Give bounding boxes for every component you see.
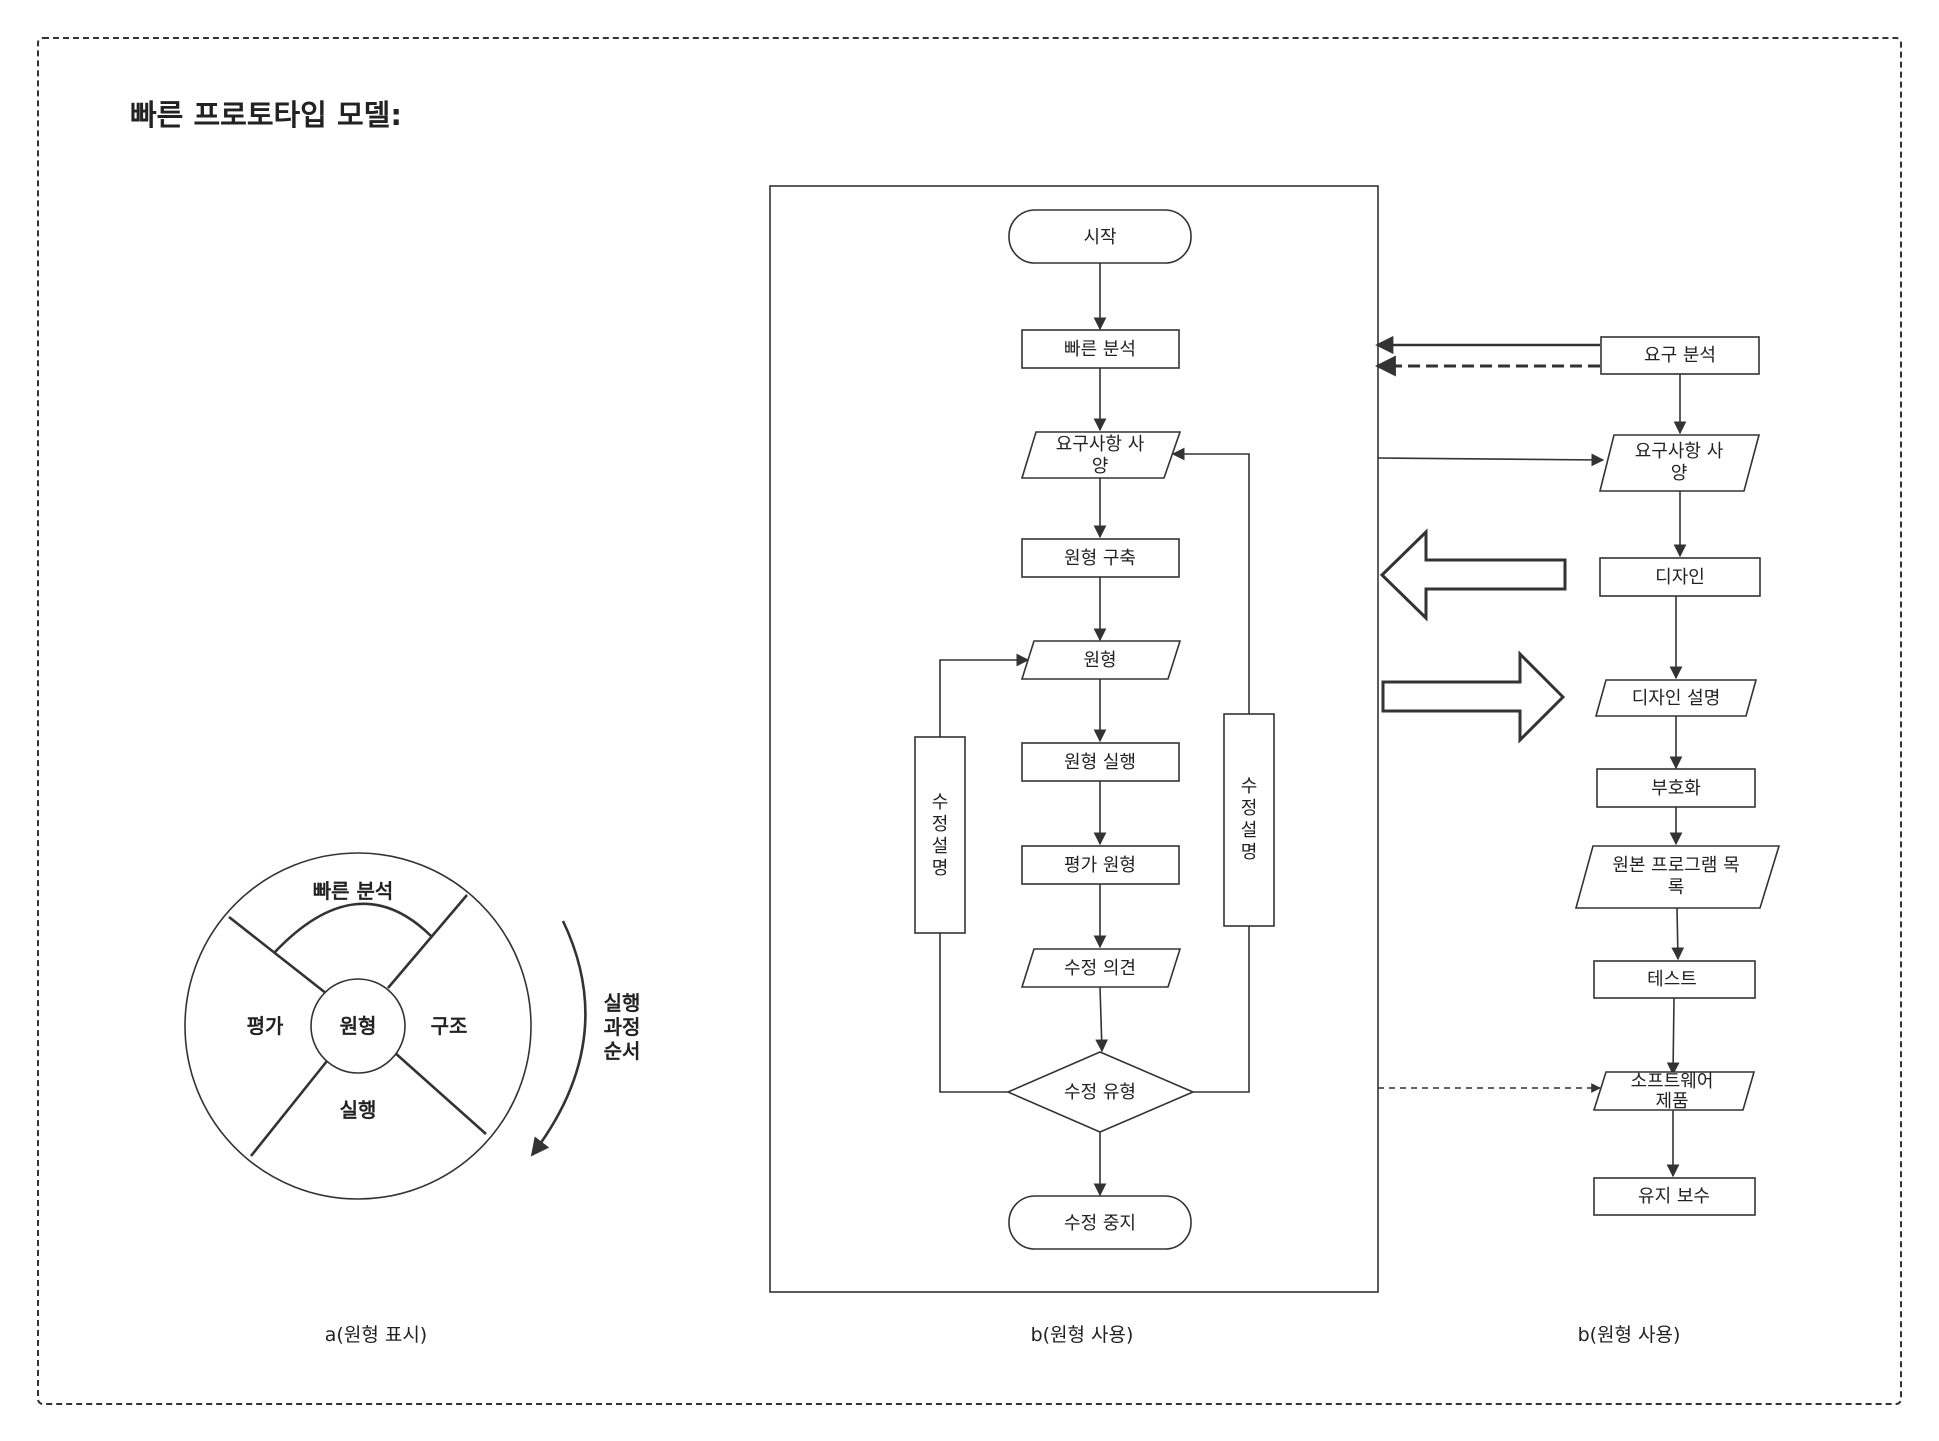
left-revision-box	[914, 736, 966, 934]
left-box-char3: 설	[932, 836, 949, 857]
design-description-label: 디자인 설명	[1632, 688, 1721, 709]
stop-revision-label: 수정 중지	[1064, 1213, 1136, 1234]
maintenance-label: 유지 보수	[1638, 1186, 1710, 1207]
req-spec-line2: 양	[1092, 456, 1109, 477]
connectors	[1374, 335, 1605, 1093]
big-arrow-right	[1381, 650, 1566, 744]
req-spec-line1: 요구사항 사	[1056, 434, 1145, 455]
evaluate-prototype-label: 평가 원형	[1064, 855, 1136, 876]
build-prototype-box	[1021, 538, 1180, 578]
left-box-char4: 명	[932, 858, 949, 879]
caption-middle: b(원형 사용)	[1031, 1324, 1134, 1346]
design-description-parallelogram	[1594, 679, 1758, 717]
stop-revision-terminal	[1008, 1195, 1192, 1250]
revision-opinion-label: 수정 의견	[1064, 958, 1136, 979]
caption-left: a(원형 표시)	[325, 1324, 427, 1346]
prototype-label: 원형	[1083, 650, 1116, 671]
order-label-line1: 실행	[604, 991, 641, 1015]
right-box-char4: 명	[1241, 842, 1258, 863]
circle-label-right: 구조	[431, 1014, 468, 1038]
req-spec-parallelogram	[1020, 431, 1182, 479]
right-box-char2: 정	[1241, 798, 1258, 819]
evaluate-prototype-box	[1021, 845, 1180, 885]
circle-model: 빠른 분석 평가 원형 구조 실행 실행 과정 순서	[184, 852, 641, 1200]
start-label: 시작	[1083, 227, 1116, 248]
software-product-parallelogram	[1592, 1071, 1756, 1111]
quick-analysis-box	[1021, 329, 1180, 369]
page-title: 빠른 프로토타입 모델:	[130, 98, 402, 132]
design-box	[1599, 557, 1761, 597]
circle-label-left: 평가	[247, 1014, 284, 1038]
software-product-line2: 제품	[1655, 1091, 1688, 1112]
caption-right: b(원형 사용)	[1578, 1324, 1681, 1346]
left-box-char1: 수	[932, 792, 949, 813]
diagram-frame	[37, 37, 1902, 1405]
circle-label-center: 원형	[340, 1014, 377, 1038]
maintenance-box	[1593, 1177, 1756, 1216]
coding-box	[1596, 768, 1756, 808]
right-box-char3: 설	[1241, 820, 1258, 841]
build-prototype-label: 원형 구축	[1064, 548, 1136, 569]
req-analysis-box	[1600, 336, 1760, 375]
software-product-line1: 소프트웨어	[1631, 1071, 1714, 1092]
source-listing-parallelogram	[1574, 845, 1781, 909]
right-req-spec-parallelogram	[1598, 434, 1761, 492]
source-listing-line1: 원본 프로그램 목	[1612, 855, 1739, 876]
middle-flowchart: 시작 빠른 분석 요구사항 사 양 원형 구축 원형 원형 실행 평가 원형 수…	[769, 185, 1379, 1293]
left-box-char2: 정	[932, 814, 949, 835]
circle-label-top: 빠른 분석	[313, 879, 394, 903]
run-prototype-label: 원형 실행	[1064, 752, 1136, 773]
right-req-spec-line2: 양	[1671, 463, 1688, 484]
revision-type-label: 수정 유형	[1064, 1082, 1136, 1103]
test-box	[1593, 960, 1756, 999]
revision-opinion-parallelogram	[1020, 948, 1182, 988]
circle-label-bottom: 실행	[340, 1098, 377, 1122]
coding-label: 부호화	[1651, 778, 1701, 799]
quick-analysis-label: 빠른 분석	[1064, 339, 1136, 360]
test-label: 테스트	[1647, 969, 1697, 990]
right-box-char1: 수	[1241, 776, 1258, 797]
order-label-line3: 순서	[604, 1039, 641, 1063]
big-arrow-left	[1379, 528, 1567, 622]
design-label: 디자인	[1655, 567, 1705, 588]
req-analysis-label: 요구 분석	[1644, 345, 1716, 366]
right-req-spec-line1: 요구사항 사	[1635, 441, 1724, 462]
right-flowchart: 요구 분석 요구사항 사 양 디자인 디자인 설명 부호화 원본 프로그램 목 …	[1574, 336, 1781, 1216]
source-listing-line2: 록	[1668, 877, 1685, 898]
order-label-line2: 과정	[604, 1015, 641, 1039]
